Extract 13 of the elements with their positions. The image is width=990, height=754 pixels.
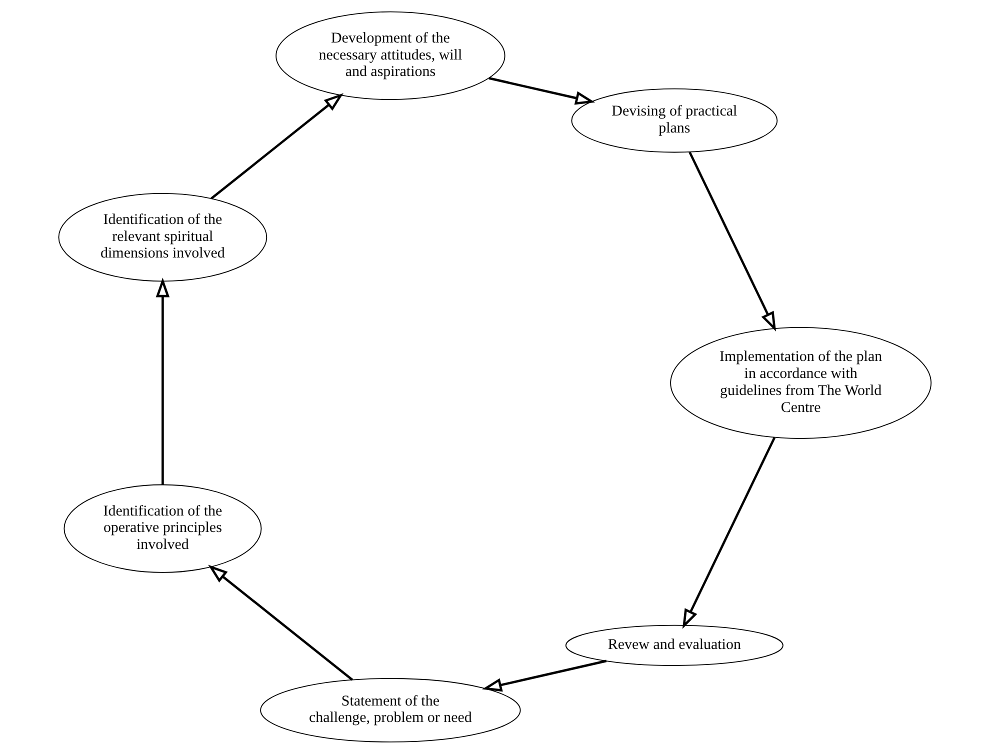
node-ellipse: Revew and evaluation xyxy=(565,624,784,666)
arrow xyxy=(208,564,354,681)
node-ellipse: Devising of practical plans xyxy=(571,88,778,153)
arrow xyxy=(156,278,170,485)
arrow xyxy=(688,152,776,332)
node-ellipse: Identification of the operative principles involved xyxy=(64,484,262,573)
node-ellipse: Identification of the relevant spiritual dimensions involved xyxy=(58,192,268,282)
node-ellipse: Development of the necessary attitudes, will and aspirations xyxy=(276,11,506,100)
arrow xyxy=(210,93,344,200)
arrow xyxy=(488,77,596,105)
arrow xyxy=(682,437,776,629)
arrow xyxy=(482,660,607,692)
node-ellipse: Implementation of the plan in accordance with guidelines from The World Centre xyxy=(670,326,932,439)
